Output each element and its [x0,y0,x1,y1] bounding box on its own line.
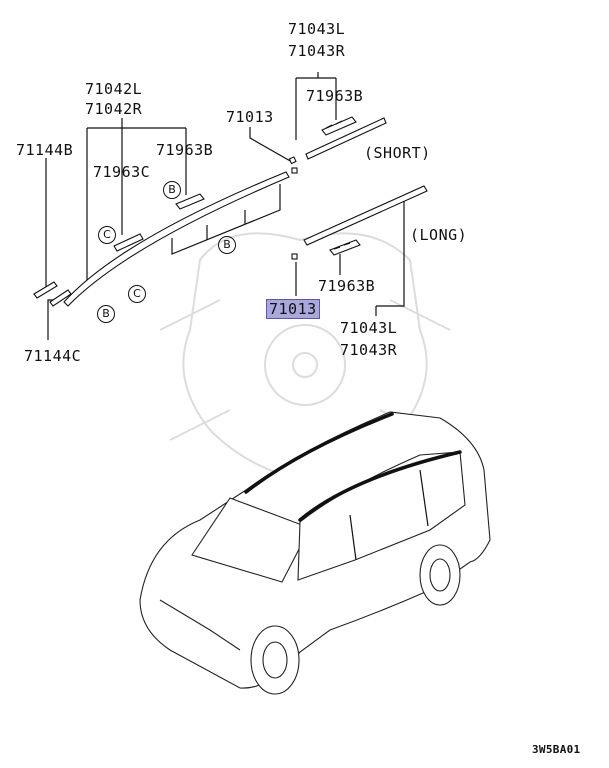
label-short: (SHORT) [364,144,431,162]
label-71043r-top: 71043R [288,42,346,60]
side-molding-main [63,167,298,307]
end-piece-71144c [49,289,72,307]
clip-71963c [113,233,144,252]
end-piece-71144b [33,281,58,299]
label-71043l-bottom: 71043L [340,319,398,337]
callout-c-clip: C [98,226,116,244]
clip-71963b-long [329,239,361,256]
label-71013-top: 71013 [226,108,274,126]
short-roof-molding [288,117,387,165]
label-71043r-bottom: 71043R [340,341,398,359]
callout-b-end: B [97,305,115,323]
label-71963c: 71963C [93,163,151,181]
label-71963b-right: 71963B [318,277,376,295]
label-71963b-mid: 71963B [156,141,214,159]
label-71042l: 71042L [85,80,143,98]
callout-b-molding: B [218,236,236,254]
label-71013-highlighted[interactable]: 71013 [266,299,320,319]
label-71144c: 71144C [24,347,82,365]
clip-71963b-short [321,116,357,136]
van-illustration [139,411,491,695]
diagram-code: 3W5BA01 [532,743,581,756]
label-long: (LONG) [410,226,468,244]
label-71144b: 71144B [16,141,74,159]
label-71963b-top: 71963B [306,87,364,105]
label-71043l-top: 71043L [288,20,346,38]
callout-c-molding: C [128,285,146,303]
clip-71963b-mid [175,193,205,210]
long-roof-molding [291,185,428,260]
callout-b-clip: B [163,181,181,199]
label-71042r: 71042R [85,100,143,118]
